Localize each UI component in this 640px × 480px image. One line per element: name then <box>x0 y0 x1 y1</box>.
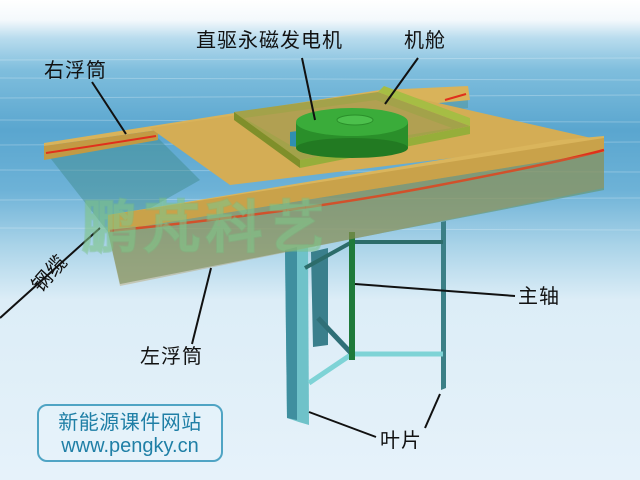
label-right-pontoon: 右浮筒 <box>44 58 107 82</box>
label-left-pontoon: 左浮筒 <box>140 344 203 368</box>
main-shaft-graphic <box>349 232 355 360</box>
label-generator: 直驱永磁发电机 <box>196 28 343 52</box>
site-name: 新能源课件网站 <box>58 410 202 434</box>
vertical-axis-turbine <box>285 221 446 425</box>
pontoon-assembly <box>44 86 605 286</box>
site-url: www.pengky.cn <box>61 435 199 457</box>
site-badge: 新能源课件网站 www.pengky.cn <box>37 404 223 462</box>
generator-drum <box>296 108 408 158</box>
label-blades: 叶片 <box>380 428 422 452</box>
label-nacelle: 机舱 <box>404 28 446 52</box>
leader-lines <box>0 57 516 438</box>
watermark-text: 鹏芃科艺 <box>81 195 330 262</box>
label-main-shaft: 主轴 <box>518 284 560 308</box>
